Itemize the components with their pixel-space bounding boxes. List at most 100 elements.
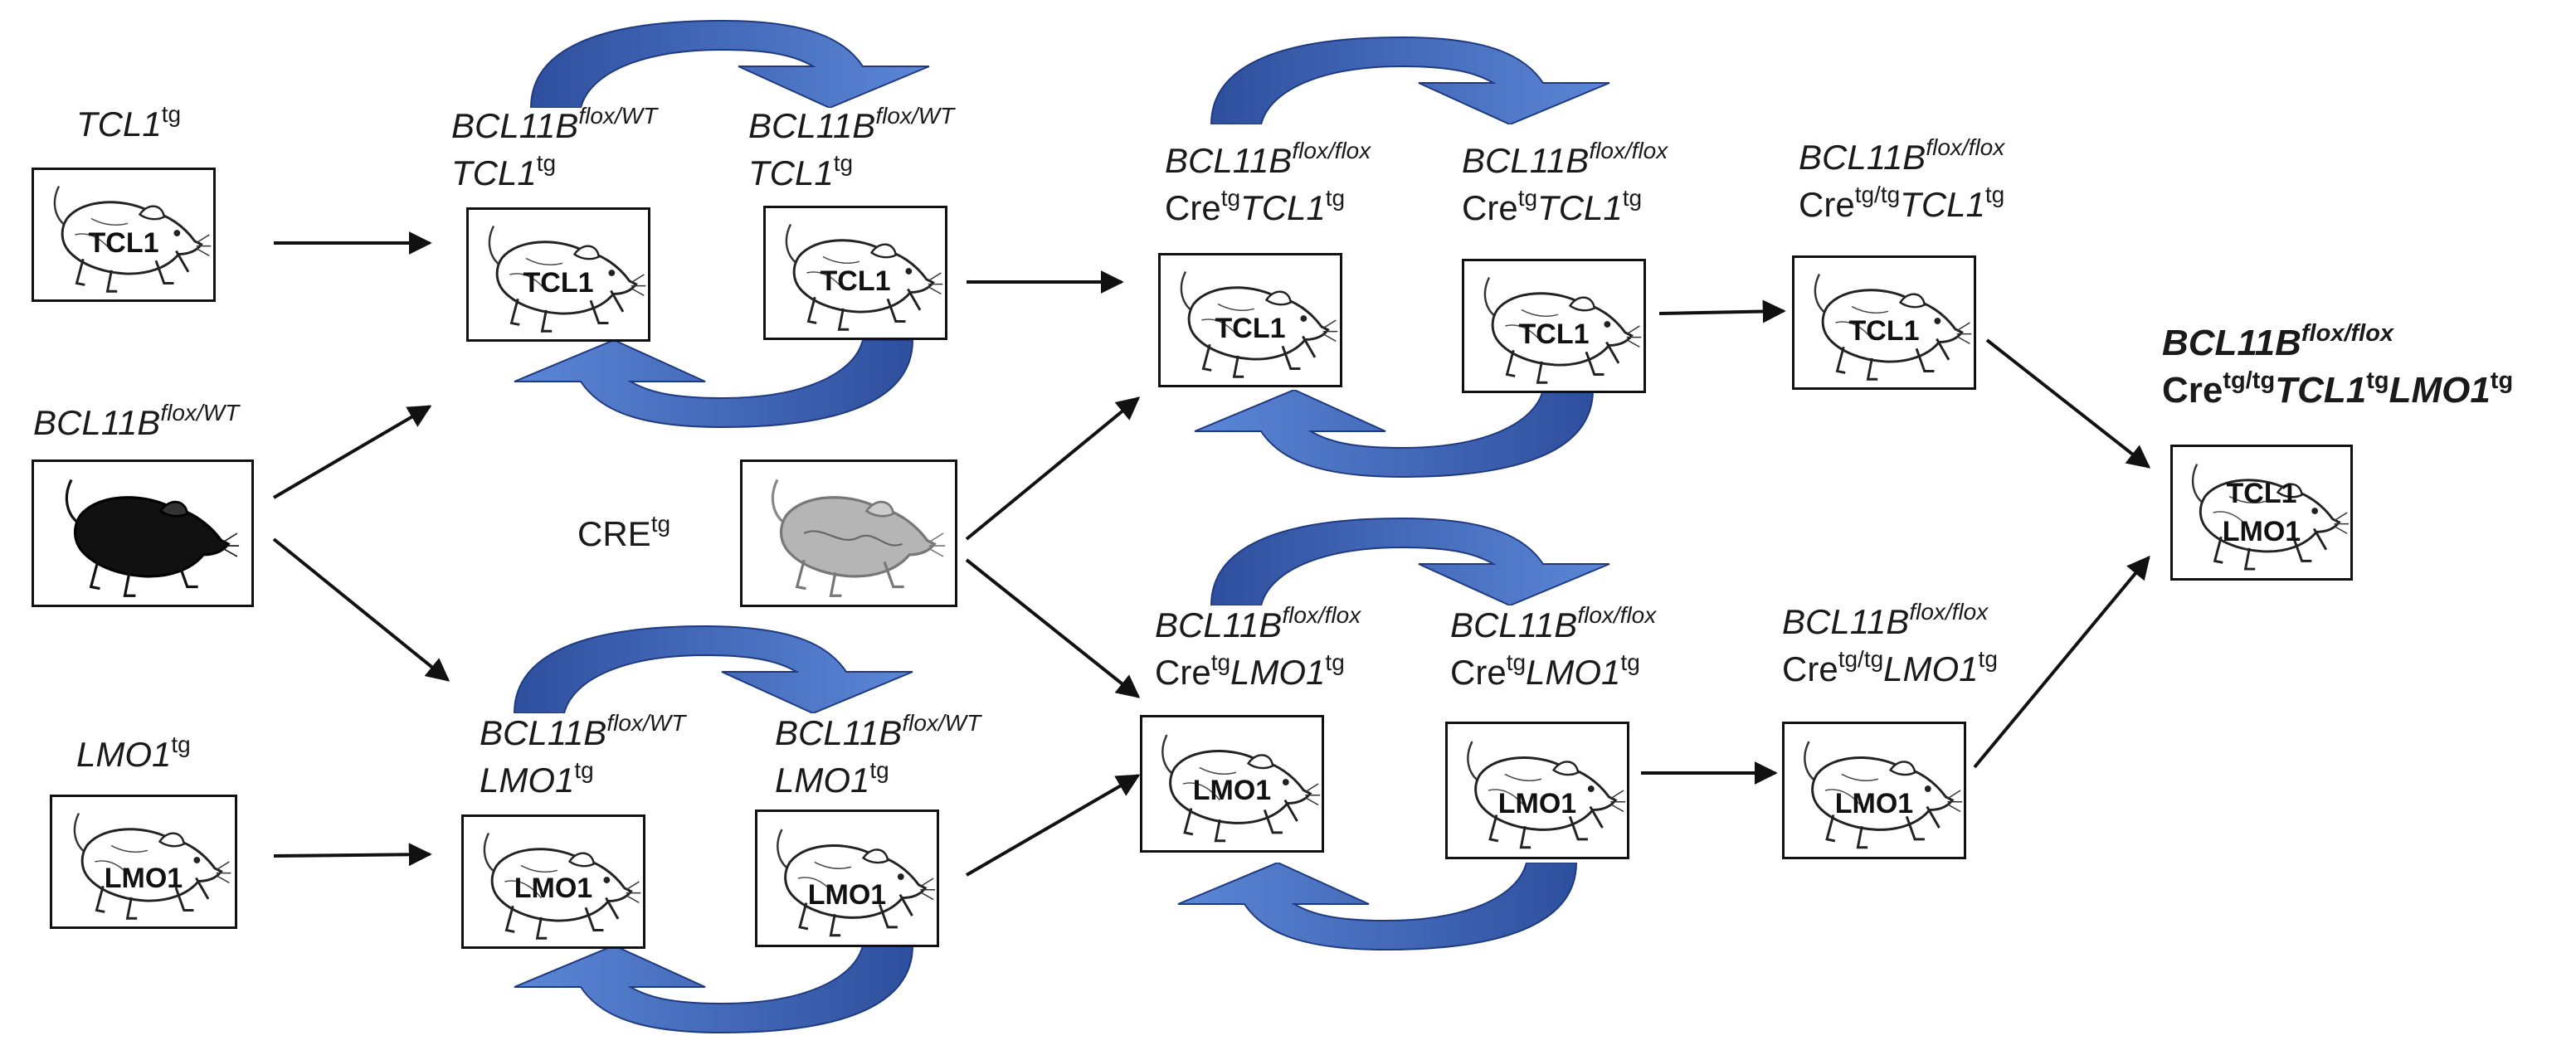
arrow-icon <box>1985 338 2151 469</box>
gene-name: BCL11B <box>480 713 607 752</box>
mouse-icon <box>771 478 947 597</box>
arrow-icon <box>1973 555 2150 769</box>
mouse-icon <box>65 478 241 597</box>
mouse-label: LMO1 <box>1497 788 1577 819</box>
lmo1-gen2-b-label: BCL11Bflox/flox CretgLMO1tg <box>1450 602 1656 698</box>
lmo1-founder-mouse: LMO1 <box>50 795 237 929</box>
tcl1-gen1-mouse-b: TCL1 <box>763 206 947 340</box>
allele-sup: tg <box>1506 649 1527 675</box>
cre-name: Cre <box>1782 649 1838 688</box>
lmo1-gen2-a-label: BCL11Bflox/flox CretgLMO1tg <box>1155 602 1361 698</box>
lmo1-gen2-mouse-a: LMO1 <box>1140 715 1324 853</box>
bcl11b-founder-label: BCL11Bflox/WT <box>33 400 240 449</box>
cre-founder-label: CREtg <box>577 511 671 560</box>
allele-sup: flox/WT <box>578 103 658 129</box>
allele-sup: tg <box>833 150 854 176</box>
allele-sup: tg <box>574 757 594 783</box>
cycle-arrow-icon <box>514 946 913 1033</box>
lmo1-gen3-mouse: LMO1 <box>1782 722 1966 859</box>
gene-name: TCL1 <box>76 105 162 143</box>
gene-name: LMO1 <box>1526 653 1621 692</box>
mouse-label: TCL1 <box>1215 313 1286 344</box>
allele-sup: tg <box>161 101 182 127</box>
tcl1-founder-mouse: TCL1 <box>32 168 216 302</box>
cycle-arrow-icon <box>514 340 913 428</box>
lmo1-gen1-a-label: BCL11Bflox/WT LMO1tg <box>480 710 686 806</box>
mouse-label: TCL1 <box>88 227 159 259</box>
arrow-icon <box>965 558 1141 698</box>
allele-sup: flox/flox <box>1909 599 1989 625</box>
allele-sup: tg <box>869 757 889 783</box>
gene-name: LMO1 <box>480 761 575 800</box>
gene-name: LMO1 <box>775 761 870 800</box>
lmo1-gen2-mouse-b: LMO1 <box>1445 722 1629 859</box>
allele-sup: tg <box>1984 182 2005 207</box>
allele-sup: flox/WT <box>902 710 981 736</box>
gene-name: BCL11B <box>1462 141 1590 180</box>
allele-sup: tg <box>1620 649 1640 675</box>
arrow-icon <box>272 405 432 499</box>
cre-name: Cre <box>1155 653 1211 692</box>
tcl1-gen2-b-label: BCL11Bflox/flox CretgTCL1tg <box>1462 138 1668 234</box>
tcl1-founder-label: TCL1tg <box>76 101 182 150</box>
mouse-label: LMO1 <box>514 873 593 904</box>
allele-sup: tg <box>650 511 671 537</box>
allele-sup: flox/WT <box>160 400 240 425</box>
mouse-label: TCL1 <box>820 265 891 297</box>
allele-sup: flox/flox <box>1589 138 1668 163</box>
tcl1-gen2-a-label: BCL11Bflox/flox CretgTCL1tg <box>1165 138 1371 234</box>
arrow-icon <box>965 396 1141 541</box>
allele-sup: tg <box>1978 646 1998 672</box>
allele-sup: tg <box>2490 367 2514 394</box>
allele-sup: tg <box>1517 185 1538 211</box>
mouse-label: LMO1 <box>807 879 887 911</box>
gene-name: TCL1 <box>1240 188 1326 227</box>
allele-sup: tg/tg <box>1854 182 1901 207</box>
allele-sup: tg <box>1210 649 1231 675</box>
allele-sup: tg/tg <box>1838 646 1884 672</box>
lmo1-gen1-b-label: BCL11Bflox/WT LMO1tg <box>775 710 981 806</box>
gene-name: LMO1 <box>2389 370 2491 411</box>
gene-name: BCL11B <box>1450 605 1578 644</box>
final-mouse: TCL1 LMO1 <box>2170 445 2353 581</box>
cycle-arrow-icon <box>1210 518 1610 605</box>
mouse-icon <box>776 828 937 937</box>
lmo1-founder-label: LMO1tg <box>76 732 191 780</box>
arrow-icon <box>965 774 1141 877</box>
gene-name: TCL1 <box>1900 185 1985 224</box>
mouse-label-line2: LMO1 <box>2222 516 2301 547</box>
mouse-icon <box>73 812 232 920</box>
mouse-label: TCL1 <box>1848 315 1920 347</box>
gene-name: BCL11B <box>748 106 876 145</box>
gene-name: BCL11B <box>1782 602 1910 641</box>
tcl1-gen3-label: BCL11Bflox/flox Cretg/tgTCL1tg <box>1799 134 2005 231</box>
gene-name: LMO1 <box>1883 649 1979 688</box>
tcl1-gen3-mouse: TCL1 <box>1792 255 1976 390</box>
gene-name: TCL1 <box>2275 370 2367 411</box>
gene-name: TCL1 <box>748 153 834 192</box>
tcl1-gen1-mouse-a: TCL1 <box>466 207 650 342</box>
allele-sup: tg <box>2366 367 2389 394</box>
final-genotype-label: BCL11Bflox/flox Cretg/tgTCL1tgLMO1tg <box>2162 320 2514 416</box>
gene-name: TCL1 <box>451 153 537 192</box>
cre-name: Cre <box>1450 653 1507 692</box>
allele-sup: tg <box>1325 649 1345 675</box>
allele-sup: tg <box>536 150 557 176</box>
gene-name: BCL11B <box>451 106 579 145</box>
gene-name: TCL1 <box>1537 188 1623 227</box>
mouse-label: LMO1 <box>1192 775 1272 806</box>
allele-sup: tg <box>1622 185 1643 211</box>
mouse-label: LMO1 <box>1834 788 1914 819</box>
allele-sup: tg <box>1325 185 1346 211</box>
cycle-arrow-icon <box>1194 390 1594 478</box>
allele-sup: flox/flox <box>1292 138 1371 163</box>
allele-sup: flox/flox <box>1282 602 1361 628</box>
arrow-icon <box>1658 299 1786 323</box>
gene-name: BCL11B <box>775 713 903 752</box>
lmo1-gen3-label: BCL11Bflox/flox Cretg/tgLMO1tg <box>1782 599 1998 695</box>
mouse-label: LMO1 <box>104 863 183 894</box>
allele-sup: flox/WT <box>606 710 686 736</box>
gene-name: CRE <box>577 514 651 553</box>
